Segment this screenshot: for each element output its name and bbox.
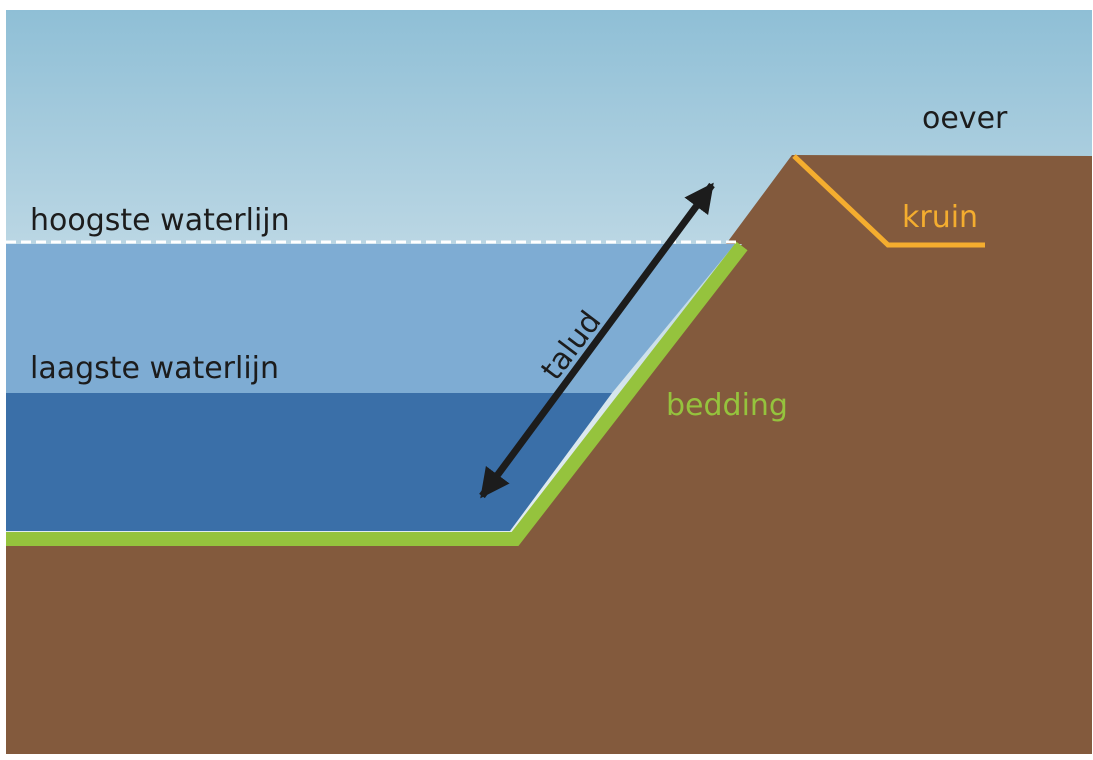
label-kruin: kruin — [902, 200, 978, 235]
kruin-line — [792, 154, 985, 248]
label-bedding: bedding — [666, 388, 788, 423]
low-water-area — [6, 393, 612, 531]
earth-embankment — [6, 155, 1092, 754]
label-hoogste-waterlijn: hoogste waterlijn — [30, 203, 290, 238]
label-laagste-waterlijn: laagste waterlijn — [30, 351, 279, 386]
talud-double-arrow — [479, 182, 715, 499]
label-oever: oever — [922, 101, 1008, 136]
